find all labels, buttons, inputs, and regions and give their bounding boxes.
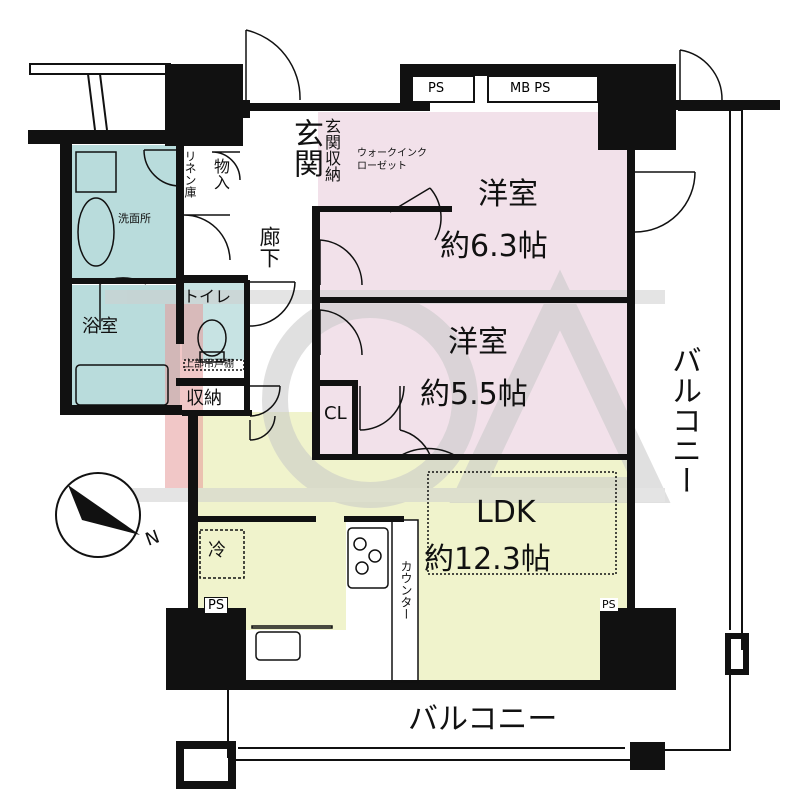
ps-label-left: PS [204, 597, 229, 614]
mbps-label: MB PS [510, 81, 551, 96]
ps-label-top: PS [428, 81, 445, 96]
top-left-parapet [29, 63, 171, 131]
counter [391, 519, 419, 683]
storage2-label: 収納 [186, 388, 222, 409]
closet-label: CL [324, 403, 347, 424]
ps-boxes-top [411, 75, 599, 103]
fridge-label: 冷 [208, 540, 226, 561]
room1-name: 洋室 [478, 177, 538, 212]
doors [99, 29, 723, 457]
fixtures [75, 151, 617, 661]
balcony-notch [725, 633, 749, 675]
genkan-storage-label: 玄関収納 [322, 118, 341, 182]
room2-size: 約5.5帖 [420, 377, 528, 412]
room-fill-bath [70, 285, 180, 410]
balcony-side-label: バルコニー [666, 345, 701, 495]
ps-label-right: PS [600, 598, 618, 611]
balcony-bottom-label: バルコニー [408, 702, 558, 737]
walkin-closet-label: ウォークインクローゼット [357, 148, 427, 172]
compass [55, 472, 141, 558]
walls [28, 64, 780, 690]
toilet-label: トイレ [183, 287, 232, 306]
balcony-corner-right [630, 742, 665, 770]
ldk-name: LDK [476, 495, 536, 530]
storage-label: 物入 [211, 158, 230, 190]
genkan-label: 玄関 [288, 118, 323, 178]
bath-label: 浴室 [82, 316, 118, 337]
balcony-corner-left [176, 741, 236, 789]
toilet-shelf-label: 上部吊戸棚 [184, 359, 234, 370]
washroom-label: 洗面所 [118, 212, 151, 225]
ldk-size: 約12.3帖 [424, 542, 551, 577]
room2-name: 洋室 [448, 325, 508, 360]
room-fill-washroom [70, 145, 180, 280]
hallway-label: 廊下 [257, 226, 281, 268]
linen-label: リネン庫 [183, 150, 197, 198]
counter-label: カウンター [399, 560, 413, 620]
room-fill-western-1 [318, 112, 630, 298]
room1-size: 約6.3帖 [440, 229, 548, 264]
